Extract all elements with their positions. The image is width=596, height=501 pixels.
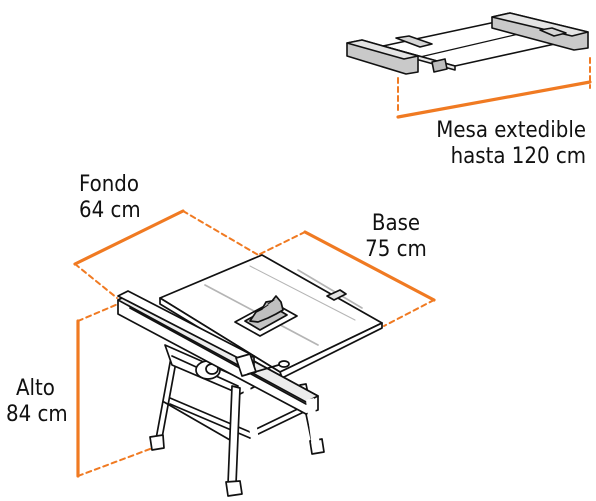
depth-label-line-1: Fondo [79,172,139,197]
base-label: Base 75 cm [346,211,446,263]
base-label-line-2: 75 cm [365,237,427,262]
base-label-line-1: Base [371,211,421,236]
height-label-line-1: Alto [16,376,55,401]
depth-label: Fondo 64 cm [79,172,199,224]
extension-label-line-1: Mesa extedible [436,118,586,143]
extension-dimension-marker [396,57,592,119]
extension-label: Mesa extedible hasta 120 cm [410,118,586,170]
table-saw-icon [117,254,383,497]
height-label-line-2: 84 cm [6,402,68,427]
depth-label-line-2: 64 cm [79,198,141,223]
depth-dimension-marker [73,209,261,299]
height-dimension-marker [76,303,159,478]
extension-table-icon [346,12,589,75]
extension-label-line-2: hasta 120 cm [450,144,586,169]
height-label: Alto 84 cm [6,376,86,428]
base-dimension-marker [257,230,436,327]
